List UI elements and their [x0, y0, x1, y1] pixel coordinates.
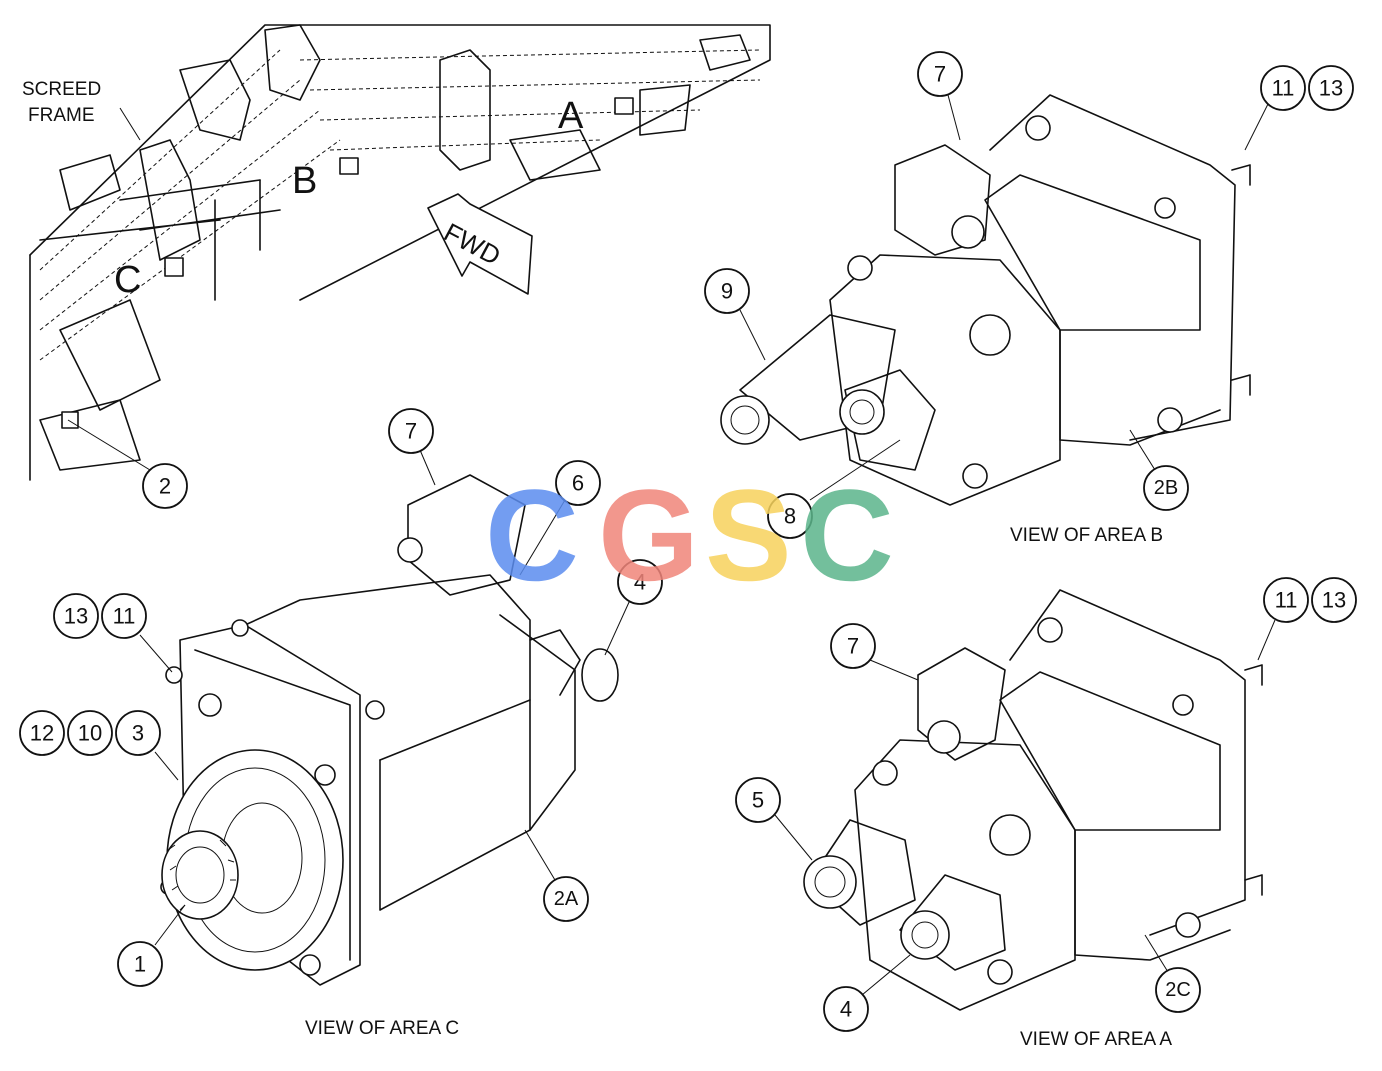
svg-text:11: 11: [1272, 76, 1295, 101]
view-area-c: 7 6 4 13 11 12 10 3 1 2A VIEW OF AREA C: [19, 408, 663, 1039]
callout-c-4: 4: [617, 559, 663, 605]
watermark-letter-2: G: [598, 462, 699, 608]
callout-a-5: 5: [735, 777, 781, 823]
svg-text:6: 6: [572, 471, 584, 496]
svg-text:11: 11: [1275, 588, 1298, 613]
svg-text:13: 13: [1319, 76, 1343, 101]
caption-view-a: VIEW OF AREA A: [1020, 1029, 1172, 1050]
screed-frame-label-2: FRAME: [28, 105, 95, 126]
watermark-logo: C G S C: [485, 462, 894, 608]
screed-frame-label-1: SCREED: [22, 79, 101, 100]
forward-arrow: FWD: [427, 193, 533, 295]
view-area-b: 7 11 13 9 8 2B VIEW OF AREA B: [704, 51, 1354, 546]
svg-text:5: 5: [752, 788, 764, 813]
area-a-component: [614, 97, 634, 115]
callout-b-13: 13: [1308, 65, 1354, 111]
callout-a-13: 13: [1311, 577, 1357, 623]
area-letter-b: B: [292, 160, 317, 202]
callout-c-12: 12: [19, 710, 65, 756]
caption-view-c: VIEW OF AREA C: [305, 1018, 459, 1039]
caption-view-b: VIEW OF AREA B: [1010, 525, 1163, 546]
callout-c-2a: 2A: [543, 876, 589, 922]
callout-a-4: 4: [823, 986, 869, 1032]
svg-text:8: 8: [784, 504, 796, 529]
svg-text:7: 7: [405, 419, 417, 444]
svg-text:4: 4: [840, 997, 852, 1022]
svg-text:7: 7: [847, 634, 859, 659]
callout-c-11: 11: [101, 593, 147, 639]
callout-c-3: 3: [115, 710, 161, 756]
callout-b-2b: 2B: [1143, 465, 1189, 511]
svg-text:3: 3: [132, 721, 144, 746]
svg-text:10: 10: [78, 721, 102, 746]
watermark-letter-4: C: [800, 462, 894, 608]
watermark-letter-3: S: [705, 462, 792, 608]
callout-b-11: 11: [1260, 65, 1306, 111]
svg-text:9: 9: [721, 279, 733, 304]
svg-text:11: 11: [113, 604, 136, 629]
lower-component: [61, 411, 79, 429]
svg-text:2A: 2A: [554, 888, 579, 910]
callout-c-7: 7: [388, 408, 434, 454]
callout-c-13: 13: [53, 593, 99, 639]
callout-b-8: 8: [767, 493, 813, 539]
svg-text:2C: 2C: [1165, 979, 1191, 1001]
area-b-component: [339, 157, 359, 175]
area-c-component: [164, 257, 184, 277]
callout-c-1: 1: [117, 941, 163, 987]
callout-a-7: 7: [830, 623, 876, 669]
callout-a-2c: 2C: [1155, 967, 1201, 1013]
watermark-letter-1: C: [485, 462, 579, 608]
svg-text:2B: 2B: [1154, 477, 1178, 499]
svg-text:2: 2: [159, 474, 171, 499]
svg-text:4: 4: [634, 570, 646, 595]
callout-a-11: 11: [1263, 577, 1309, 623]
callout-b-9: 9: [704, 268, 750, 314]
svg-text:13: 13: [1322, 588, 1346, 613]
svg-text:12: 12: [30, 721, 54, 746]
svg-text:1: 1: [134, 952, 146, 977]
area-letter-a: A: [558, 95, 584, 137]
callout-b-7: 7: [917, 51, 963, 97]
callout-top-2: 2: [142, 463, 188, 509]
svg-text:13: 13: [64, 604, 88, 629]
callout-c-10: 10: [67, 710, 113, 756]
callout-c-6: 6: [555, 460, 601, 506]
area-letter-c: C: [114, 259, 141, 301]
svg-text:7: 7: [934, 62, 946, 87]
view-area-a: 7 11 13 5 4 2C VIEW OF AREA A: [735, 577, 1357, 1050]
